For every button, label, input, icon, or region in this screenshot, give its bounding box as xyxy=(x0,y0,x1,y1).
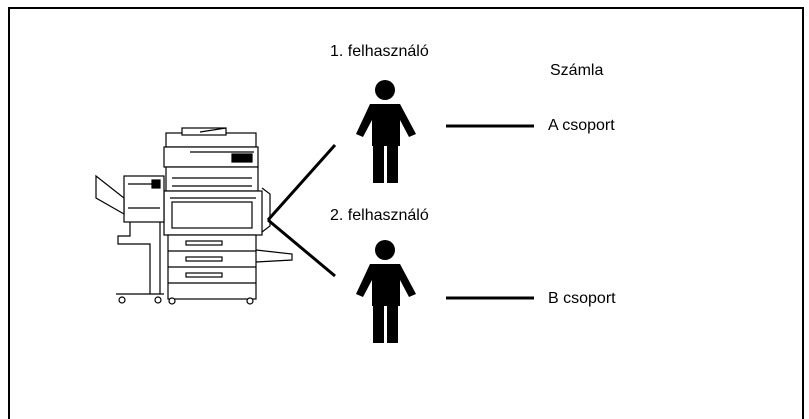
diagram-frame xyxy=(8,7,804,419)
user2-label: 2. felhasználó xyxy=(330,207,429,224)
copier-machine-icon xyxy=(95,127,293,305)
group-a-label: A csoport xyxy=(548,117,615,134)
account-header: Számla xyxy=(550,62,604,79)
group-b-label: B csoport xyxy=(548,290,616,307)
link-line-user1 xyxy=(266,144,337,221)
user1-label: 1. felhasználó xyxy=(330,43,429,60)
person-icon xyxy=(356,240,416,343)
person-icon xyxy=(356,80,416,183)
link-line-user2 xyxy=(267,218,336,278)
